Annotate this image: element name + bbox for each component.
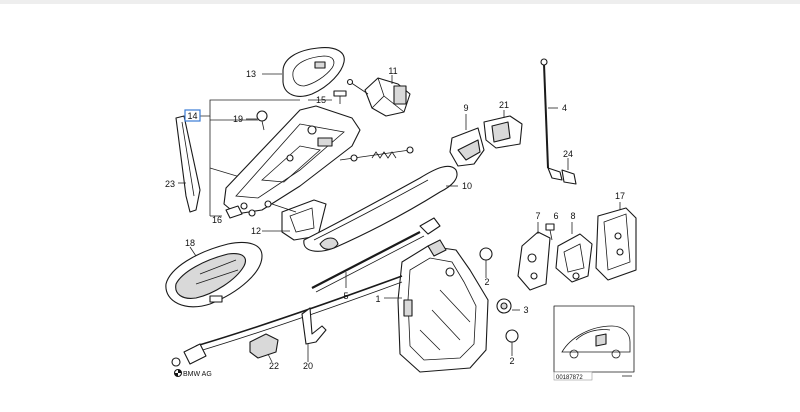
part-4-cable bbox=[540, 58, 563, 181]
part-1-lock-body bbox=[397, 239, 489, 373]
label-part-3: 3 bbox=[523, 305, 528, 315]
label-part-15: 15 bbox=[316, 95, 326, 105]
part-18-inner-handle bbox=[165, 241, 263, 308]
label-part-22: 22 bbox=[269, 361, 279, 371]
part-3-grommet bbox=[496, 298, 512, 314]
part-5-rod bbox=[311, 217, 441, 293]
label-part-8: 8 bbox=[570, 211, 575, 221]
part-6-screw bbox=[545, 223, 555, 241]
part-24-connector bbox=[561, 169, 577, 185]
label-part-4: 4 bbox=[562, 103, 567, 113]
reference-code: 00187872 bbox=[556, 375, 583, 381]
label-part-23: 23 bbox=[165, 179, 175, 189]
part-11-lock-cylinder bbox=[346, 77, 411, 117]
label-part-13: 13 bbox=[246, 69, 256, 79]
part-10-outer-handle bbox=[303, 165, 458, 252]
part-23-rod bbox=[175, 115, 201, 213]
handle-carrier bbox=[223, 105, 361, 215]
part-2-screw-b bbox=[505, 329, 519, 350]
label-part-12: 12 bbox=[251, 226, 261, 236]
label-part-2-b: 2 bbox=[509, 356, 514, 366]
bowden-cable bbox=[171, 275, 403, 367]
part-13-bezel bbox=[282, 47, 345, 97]
highlight-box-14 bbox=[184, 109, 201, 122]
part-22-clip bbox=[249, 333, 279, 359]
part-17-panel bbox=[595, 207, 637, 281]
label-part-6: 6 bbox=[553, 211, 558, 221]
label-part-18: 18 bbox=[185, 238, 195, 248]
part-12-gasket bbox=[271, 199, 327, 241]
top-strip bbox=[0, 0, 800, 4]
label-part-1: 1 bbox=[375, 294, 380, 304]
part-8-striker bbox=[555, 233, 593, 283]
label-part-24: 24 bbox=[563, 149, 573, 159]
label-part-14[interactable]: 14 bbox=[187, 111, 197, 121]
linkage-rod bbox=[339, 146, 414, 162]
part-7-plate bbox=[517, 231, 551, 291]
label-part-21: 21 bbox=[499, 100, 509, 110]
label-part-20: 20 bbox=[303, 361, 313, 371]
car-thumbnail bbox=[553, 305, 635, 373]
part-9-cap bbox=[449, 127, 485, 167]
logo-text: BMW AG bbox=[183, 371, 212, 378]
label-part-17: 17 bbox=[615, 191, 625, 201]
reference-code-box bbox=[553, 371, 593, 381]
part-2-screw-a bbox=[479, 247, 493, 270]
label-part-5: 5 bbox=[343, 291, 348, 301]
label-part-2-a: 2 bbox=[484, 277, 489, 287]
label-part-16: 16 bbox=[212, 215, 222, 225]
label-part-10: 10 bbox=[462, 181, 472, 191]
part-16-clips bbox=[225, 205, 256, 219]
bmw-logo bbox=[173, 368, 183, 378]
part-19-screw bbox=[256, 110, 268, 131]
label-part-11: 11 bbox=[388, 66, 397, 76]
label-part-7: 7 bbox=[535, 211, 540, 221]
part-20-bracket bbox=[301, 307, 327, 345]
label-part-9: 9 bbox=[463, 103, 468, 113]
label-part-19: 19 bbox=[233, 114, 243, 124]
part-15-screw bbox=[333, 90, 347, 104]
part-21-cover bbox=[483, 115, 523, 149]
